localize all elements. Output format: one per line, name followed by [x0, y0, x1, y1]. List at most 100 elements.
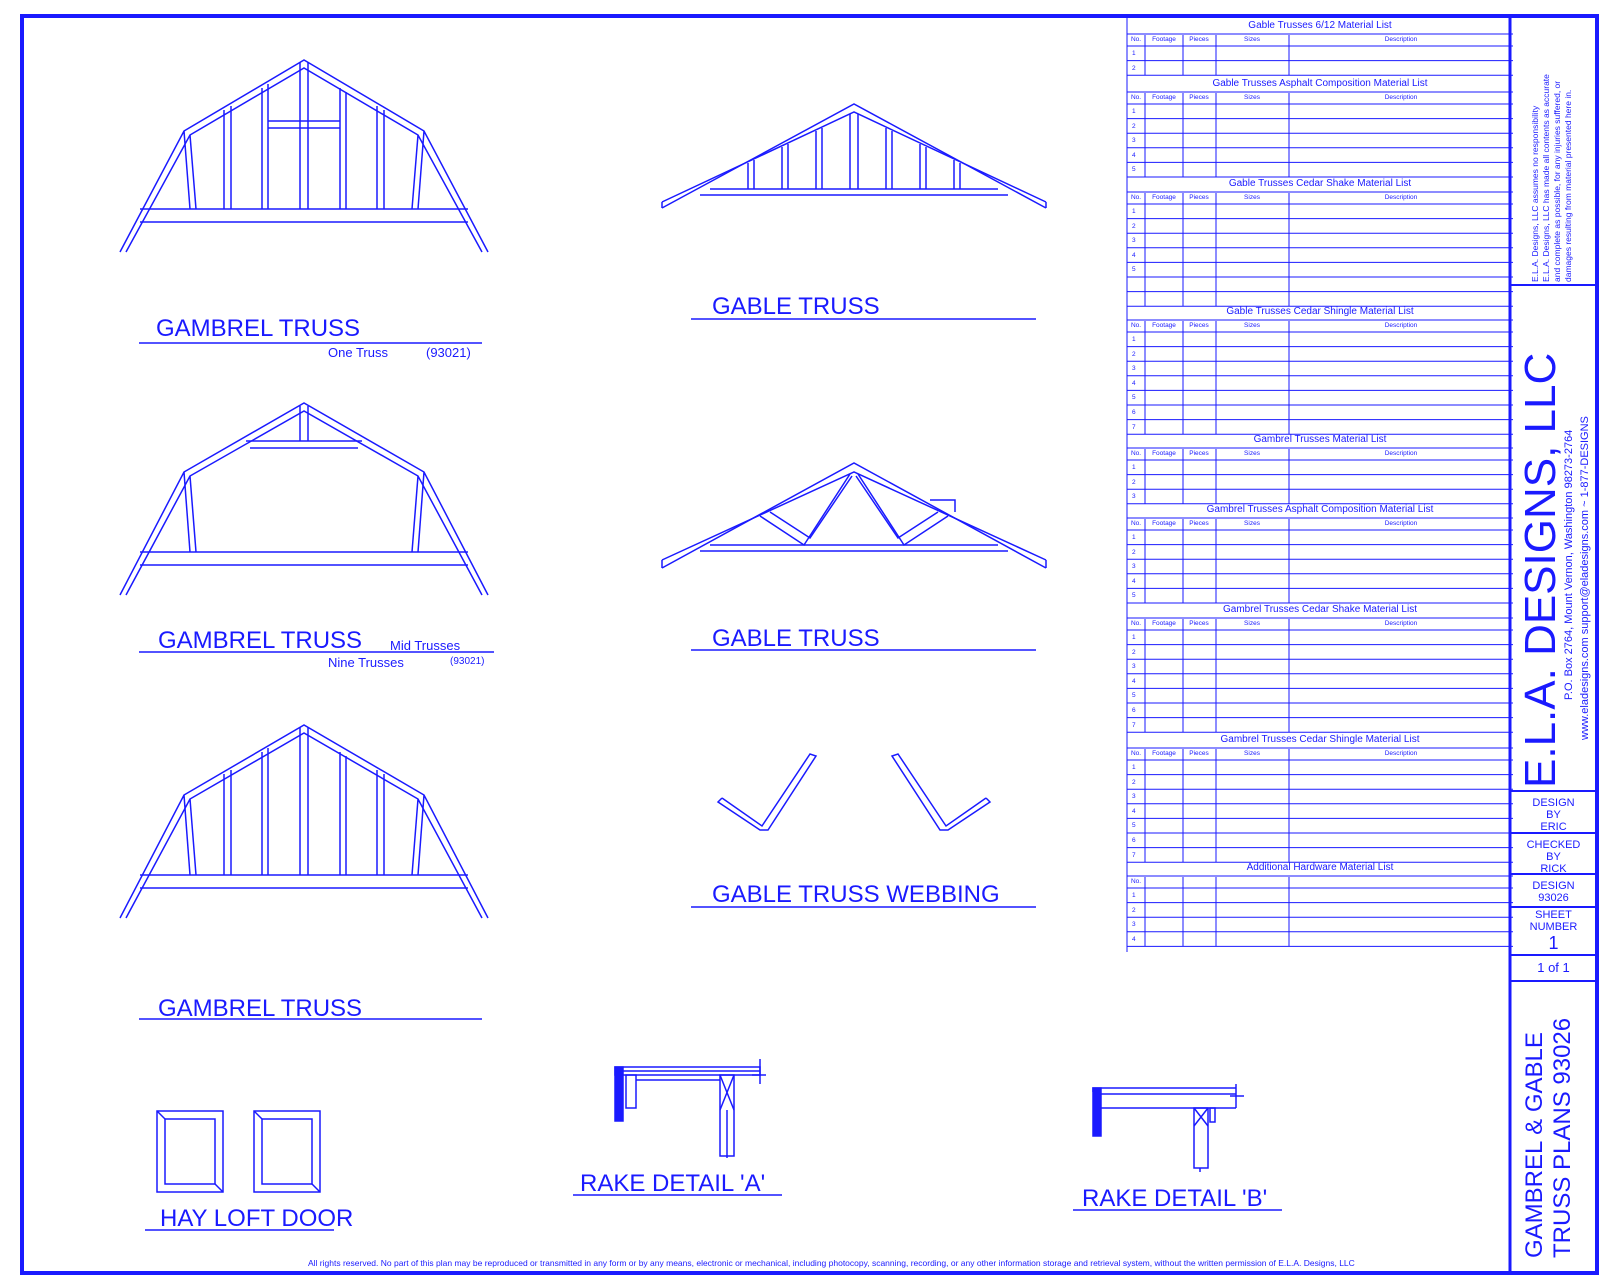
column-header: No.: [1130, 450, 1142, 457]
row-number: 2: [1132, 222, 1136, 230]
gambrel-truss-3-title: GAMBREL TRUSS: [158, 995, 363, 1022]
column-header: Sizes: [1244, 36, 1260, 43]
design-number: 93026: [1538, 892, 1569, 904]
design-by-label: DESIGN: [1532, 797, 1575, 809]
column-header: Sizes: [1244, 520, 1260, 527]
plan-title-line-2: TRUSS PLANS 93026: [1549, 1017, 1576, 1258]
rake-detail-b-drawing: [1092, 1084, 1244, 1172]
column-header: Pieces: [1189, 520, 1209, 527]
column-header: Description: [1384, 520, 1418, 527]
row-number: 1: [1132, 764, 1136, 771]
column-header: No.: [1130, 94, 1142, 101]
row-number: 3: [1132, 663, 1136, 671]
row-number: 1: [1132, 208, 1136, 215]
sheet-border: [20, 14, 1599, 1275]
number-label: NUMBER: [1529, 921, 1578, 933]
checker-name: RICK: [1540, 863, 1567, 875]
design-by-by: BY: [1546, 809, 1561, 821]
row-number: 6: [1132, 707, 1136, 714]
column-header: Footage: [1152, 322, 1176, 329]
gambrel-truss-2-note: Mid Trusses: [390, 638, 461, 653]
row-number: 5: [1132, 822, 1136, 830]
webbing-title: GABLE TRUSS WEBBING: [712, 881, 1000, 908]
material-list-title: Gambrel Trusses Cedar Shake Material Lis…: [1223, 604, 1417, 615]
column-header: Description: [1384, 36, 1418, 43]
row-number: 1: [1132, 336, 1136, 343]
company-contact: www.eladesigns.com support@eladesigns.co…: [1579, 416, 1591, 740]
company-name: E.L.A. DESIGNS, LLC: [1516, 352, 1565, 788]
column-header: Description: [1384, 750, 1418, 757]
checked-by-block: CHECKED BY RICK: [1510, 839, 1597, 875]
column-header: Pieces: [1189, 94, 1209, 101]
company-address: P.O. Box 2764, Mount Vernon, Washington …: [1563, 429, 1575, 700]
row-number: 3: [1132, 365, 1136, 373]
gable-truss-1-drawing: [661, 103, 1047, 209]
rake-detail-a-drawing: [614, 1059, 766, 1158]
gable-truss-1-title: GABLE TRUSS: [712, 293, 880, 320]
sheet-number: 1: [1548, 933, 1559, 953]
material-list-title: Gable Trusses Asphalt Composition Materi…: [1212, 78, 1428, 89]
row-number: 3: [1132, 563, 1136, 571]
column-header: Description: [1384, 450, 1418, 457]
plan-title: GAMBREL & GABLE TRUSS PLANS 93026: [1521, 1018, 1577, 1258]
column-header: No.: [1130, 520, 1142, 527]
column-header: No.: [1130, 620, 1142, 627]
checked-by-by: BY: [1546, 851, 1561, 863]
row-number: 1: [1132, 634, 1136, 641]
column-header: Footage: [1152, 94, 1176, 101]
sheet-number-block: SHEET NUMBER 1: [1510, 909, 1597, 953]
row-number: 1: [1132, 464, 1136, 471]
material-list-title: Gambrel Trusses Cedar Shingle Material L…: [1220, 734, 1420, 745]
column-header: Description: [1384, 94, 1418, 101]
row-number: 3: [1132, 921, 1136, 929]
column-header: Pieces: [1189, 194, 1209, 201]
row-number: 4: [1132, 677, 1136, 685]
material-list-title: Additional Hardware Material List: [1246, 862, 1394, 873]
row-number: 7: [1132, 721, 1136, 729]
row-number: 1: [1132, 108, 1136, 115]
column-header: Description: [1384, 194, 1418, 201]
column-header: Sizes: [1244, 620, 1260, 627]
column-header: No.: [1130, 322, 1142, 329]
column-header: Sizes: [1244, 194, 1260, 201]
design-number-block: DESIGN 93026: [1510, 880, 1597, 904]
row-number: 2: [1132, 906, 1136, 914]
row-number: 3: [1132, 137, 1136, 145]
row-number: 5: [1132, 394, 1136, 402]
gambrel-truss-1-count: One Truss: [328, 345, 388, 360]
sheet-label: SHEET: [1535, 909, 1572, 921]
column-header: Description: [1384, 620, 1418, 627]
row-number: 1: [1132, 534, 1136, 541]
column-header: No.: [1130, 878, 1142, 885]
designer-name: ERIC: [1540, 821, 1567, 833]
column-header: Pieces: [1189, 36, 1209, 43]
material-list-title: Gable Trusses 6/12 Material List: [1248, 20, 1392, 31]
row-number: 1: [1132, 892, 1136, 899]
copyright-footer: All rights reserved. No part of this pla…: [308, 1258, 1355, 1268]
column-header: Sizes: [1244, 322, 1260, 329]
row-number: 4: [1132, 251, 1136, 259]
column-header: Footage: [1152, 36, 1176, 43]
column-header: Footage: [1152, 620, 1176, 627]
row-number: 4: [1132, 935, 1136, 943]
rake-b-title: RAKE DETAIL 'B': [1082, 1185, 1268, 1212]
sheet-of: 1 of 1: [1537, 960, 1570, 975]
hay-loft-door-drawing: [156, 1110, 321, 1193]
material-list-title: Gable Trusses Cedar Shake Material List: [1228, 178, 1412, 189]
gambrel-truss-1-code: (93021): [426, 345, 471, 360]
column-header: Pieces: [1189, 620, 1209, 627]
column-header: Pieces: [1189, 750, 1209, 757]
column-header: Footage: [1152, 750, 1176, 757]
row-number: 3: [1132, 493, 1136, 501]
material-list-title: Gambrel Trusses Asphalt Composition Mate…: [1206, 504, 1434, 515]
column-header: Pieces: [1189, 322, 1209, 329]
column-header: No.: [1130, 36, 1142, 43]
column-header: Footage: [1152, 520, 1176, 527]
disclaimer-line-2: E.L.A. Designs, LLC has made all content…: [1541, 74, 1551, 282]
disclaimer-line-3: and complete as possible, for any injuri…: [1552, 80, 1562, 282]
row-number: 1: [1132, 50, 1136, 57]
gambrel-truss-1-title: GAMBREL TRUSS: [156, 315, 361, 342]
